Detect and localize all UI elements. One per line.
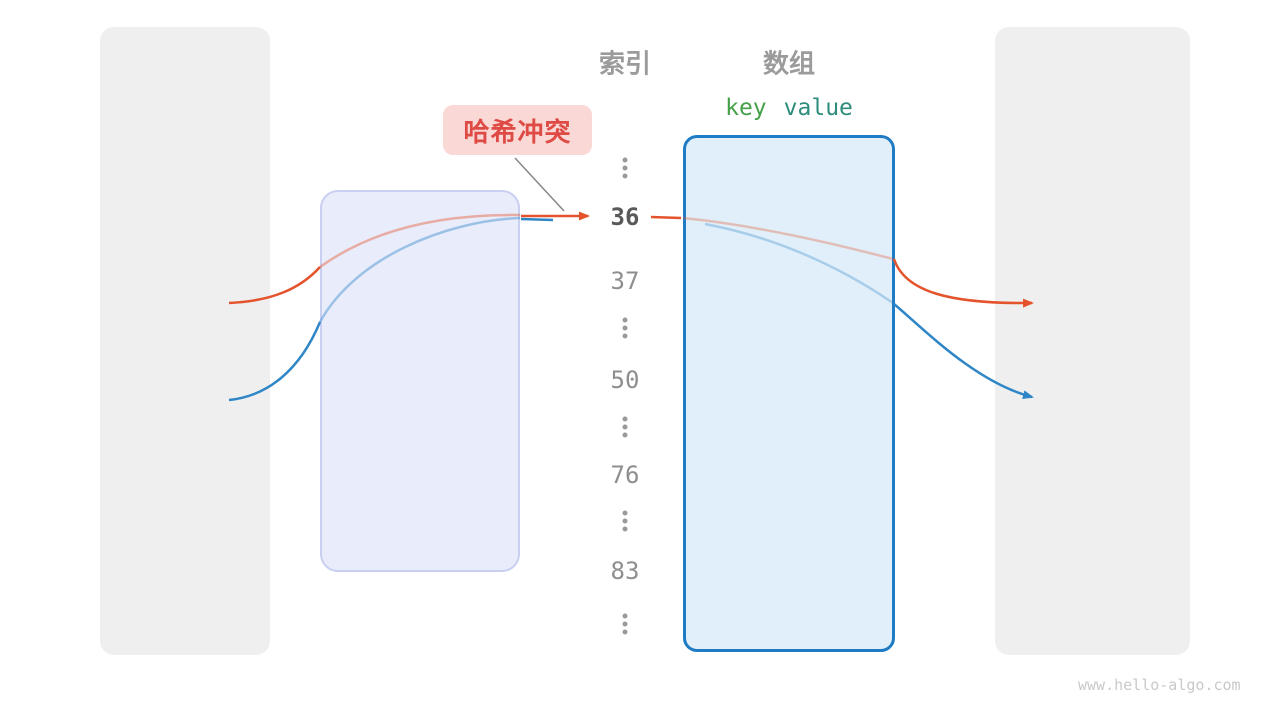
array-container — [683, 135, 895, 652]
watermark: www.hello-algo.com — [1078, 676, 1241, 694]
index-column-title: 索引 — [598, 48, 652, 79]
ellipsis-dots — [622, 613, 628, 635]
ellipsis-dots — [622, 510, 628, 532]
ellipsis-dots — [622, 157, 628, 179]
array-title: 数组 — [762, 48, 816, 79]
index-value-50: 50 — [610, 366, 640, 394]
value-header-label: value — [783, 95, 853, 121]
hash-function-box — [320, 190, 520, 572]
ellipsis-dots — [622, 317, 628, 339]
orange-line-index-to-array — [650, 215, 682, 220]
input-panel — [100, 27, 270, 655]
array-kv-header: key value — [725, 95, 853, 121]
index-value-76: 76 — [610, 461, 640, 489]
key-header-label: key — [725, 95, 767, 121]
collision-badge: 哈希冲突 — [443, 105, 592, 155]
index-value-36: 36 — [610, 203, 640, 231]
blue-line-hash-exit — [520, 217, 554, 222]
ellipsis-dots — [622, 416, 628, 438]
output-panel — [995, 27, 1190, 655]
index-value-37: 37 — [610, 267, 640, 295]
index-value-83: 83 — [610, 557, 640, 585]
collision-pointer-line — [514, 157, 565, 212]
